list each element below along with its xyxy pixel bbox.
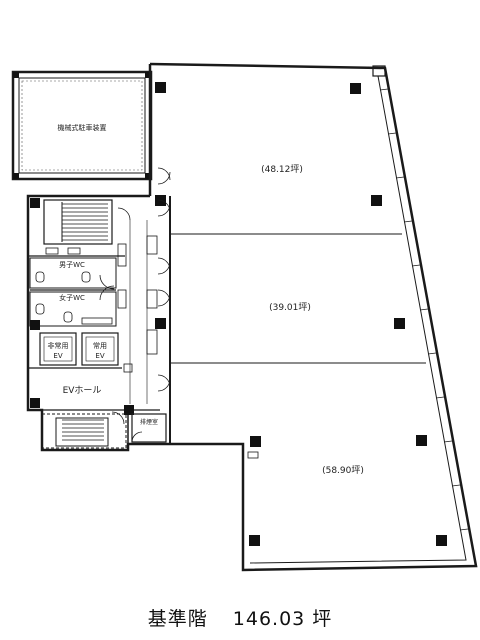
parking-label: 機械式駐車装置: [58, 123, 107, 132]
floor-name: 基準階: [147, 608, 208, 630]
ev-emergency-label-1: 非常用: [48, 341, 69, 350]
floor-total-area: 146.03 坪: [232, 608, 333, 630]
area-bottom-label: (58.90坪): [322, 465, 364, 476]
ev-regular-label-1: 常用: [93, 341, 107, 350]
floor-caption: 基準階 146.03 坪: [0, 604, 480, 631]
ev-hall-label: EVホール: [63, 385, 102, 396]
area-top-label: (48.12坪): [261, 164, 303, 175]
wc-men-label: 男子WC: [59, 261, 85, 269]
core-area: [26, 167, 171, 452]
area-mid-label: (39.01坪): [269, 302, 311, 313]
ev-regular-label-2: EV: [95, 352, 104, 360]
wc-women-label: 女子WC: [59, 293, 85, 302]
ev-emergency-label-2: EV: [53, 352, 62, 360]
office-outline: [148, 62, 478, 572]
smoke-room-label: 排煙室: [140, 418, 158, 426]
